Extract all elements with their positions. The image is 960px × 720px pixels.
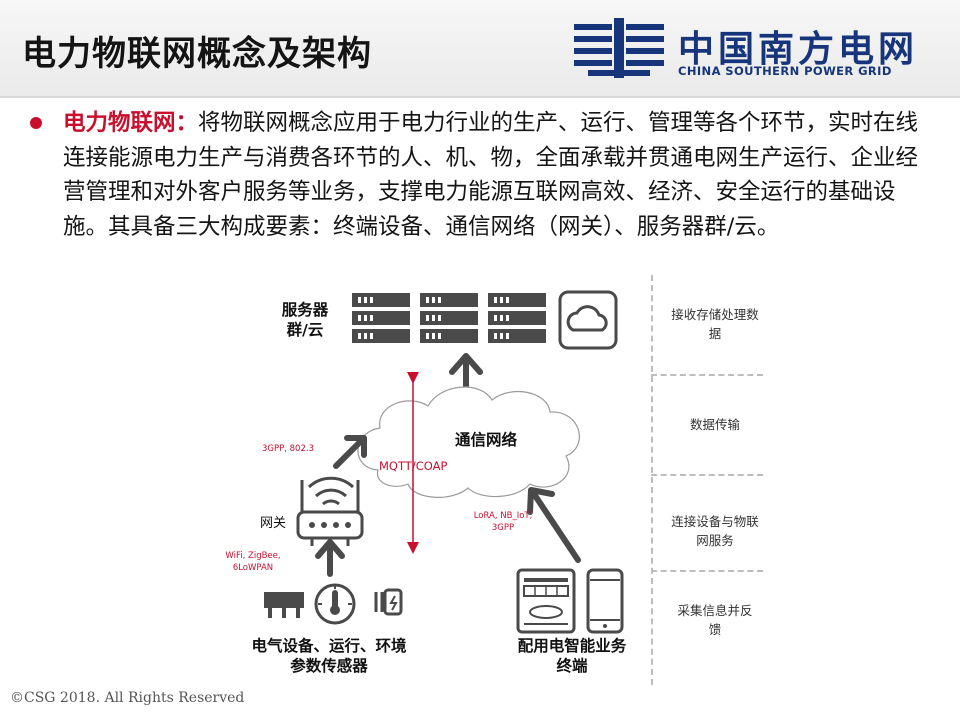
copyright-footer: ©CSG 2018. All Rights Reserved <box>10 690 245 706</box>
layer-divider-vertical <box>651 275 653 685</box>
layer-label-terminal: 采集信息并反 馈 <box>677 603 753 637</box>
logo-en-name: CHINA SOUTHERN POWER GRID <box>678 64 892 78</box>
layer-divider-2 <box>651 474 763 476</box>
protocol-lora-label: LoRA, NB_IoT, 3GPP <box>473 511 533 533</box>
definition-text: 将物联网概念应用于电力行业的生产、运行、管理等各个环节，实时在线连接能源电力生产… <box>63 110 919 240</box>
terminal-to-network-arrow-icon <box>527 487 581 563</box>
meter-icon <box>516 568 576 634</box>
protocol-3gpp-label: 3GPP, 802.3 <box>262 444 314 454</box>
layer-label-cloud: 接收存储处理数 据 <box>671 307 759 341</box>
definition-term: 电力物联网： <box>63 110 199 136</box>
network-label: 通信网络 <box>454 431 517 449</box>
header-divider <box>0 96 960 98</box>
sensor-label: 电气设备、运行、环境 参数传感器 <box>251 637 407 675</box>
slide-header <box>0 0 960 96</box>
definition-paragraph: 电力物联网：将物联网概念应用于电力行业的生产、运行、管理等各个环节，实时在线连接… <box>63 106 923 244</box>
network-to-server-arrow-icon <box>449 353 483 389</box>
plug-icon <box>374 588 403 616</box>
protocol-wifi-label: WiFi, ZigBee, 6LoWPAN <box>225 551 281 573</box>
slide-title: 电力物联网概念及架构 <box>22 34 372 74</box>
layer-label-gateway: 连接设备与物联 网服务 <box>671 514 759 548</box>
csg-logo-icon <box>574 18 664 78</box>
protocol-mqtt-label: MQTT/COAP <box>379 459 448 473</box>
logo-cn-name: 中国南方电网 <box>678 29 919 70</box>
gateway-label: 网关 <box>259 516 286 531</box>
phone-icon <box>586 568 624 634</box>
server-rack-icon <box>352 293 546 343</box>
server-cloud-label: 服务器 群/云 <box>281 301 329 339</box>
thermometer-icon <box>314 583 356 625</box>
wifi-router-icon <box>296 476 364 546</box>
cloud-icon <box>558 290 618 350</box>
bullet-dot-icon <box>30 117 42 129</box>
layer-label-network: 数据传输 <box>689 417 740 432</box>
terminal-label: 配用电智能业务 终端 <box>517 637 627 675</box>
sensor-to-gateway-arrow-icon <box>315 539 345 577</box>
sensor-device-icon <box>264 592 304 618</box>
layer-divider-3 <box>651 570 763 572</box>
gateway-to-network-arrow-icon <box>333 435 367 469</box>
layer-divider-1 <box>651 374 763 376</box>
